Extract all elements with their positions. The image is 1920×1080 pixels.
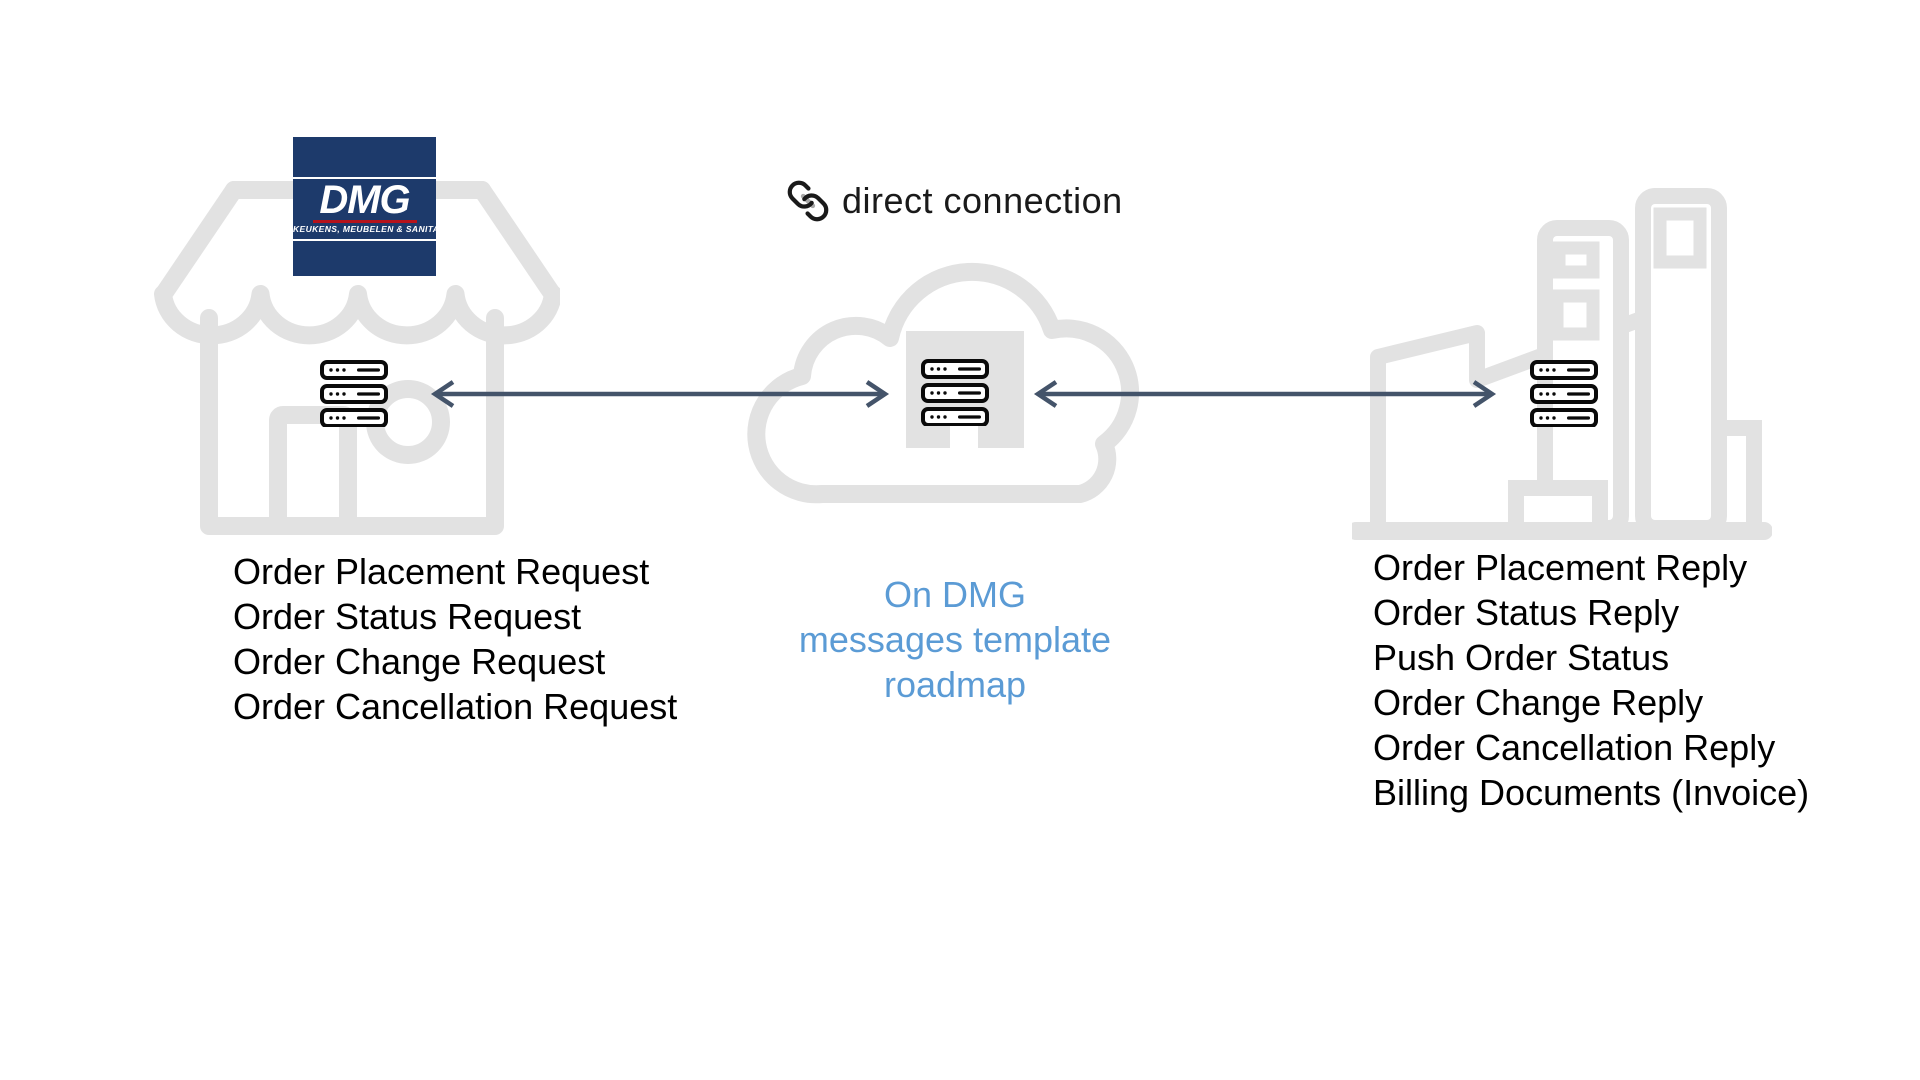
server-stack-icon-supplier <box>1530 360 1598 427</box>
middleware-note-line: messages template <box>798 619 1112 660</box>
middleware-note-line: roadmap <box>883 664 1027 705</box>
dmg-logo: DMG KEUKENS, MEUBELEN & SANITAIR <box>293 137 449 276</box>
arrow-store-cloud <box>430 380 890 408</box>
supplier-message-line: Order Cancellation Reply <box>1373 727 1776 768</box>
dmg-logo-title: DMG <box>319 178 410 222</box>
store-icon <box>154 181 560 535</box>
server-stack-icon-retailer <box>320 360 388 427</box>
retailer-message-line: Order Change Request <box>233 641 606 682</box>
supplier-message-line: Billing Documents (Invoice) <box>1373 772 1810 813</box>
server-stack-icon-middleware <box>921 359 989 426</box>
supplier-message-line: Order Placement Reply <box>1373 547 1748 588</box>
supplier-message-line: Order Change Reply <box>1373 682 1704 723</box>
dmg-logo-subtitle: KEUKENS, MEUBELEN & SANITAIR <box>293 224 449 234</box>
arrow-cloud-factory <box>1033 380 1497 408</box>
supplier-message-line: Order Status Reply <box>1373 592 1680 633</box>
retailer-message-line: Order Cancellation Request <box>233 686 678 727</box>
factory-icon <box>1352 188 1772 540</box>
link-icon <box>787 180 829 222</box>
middleware-note-line: On DMG <box>883 574 1026 615</box>
direct-connection-header: direct connection <box>786 178 1123 224</box>
retailer-message-line: Order Status Request <box>233 596 582 637</box>
dmg-logo-band: DMG KEUKENS, MEUBELEN & SANITAIR <box>293 177 449 241</box>
direct-connection-label: direct connection <box>842 180 1123 221</box>
retailer-message-line: Order Placement Request <box>233 551 650 592</box>
dmg-logo-red-underline <box>312 220 417 223</box>
supplier-message-line: Push Order Status <box>1373 637 1670 678</box>
